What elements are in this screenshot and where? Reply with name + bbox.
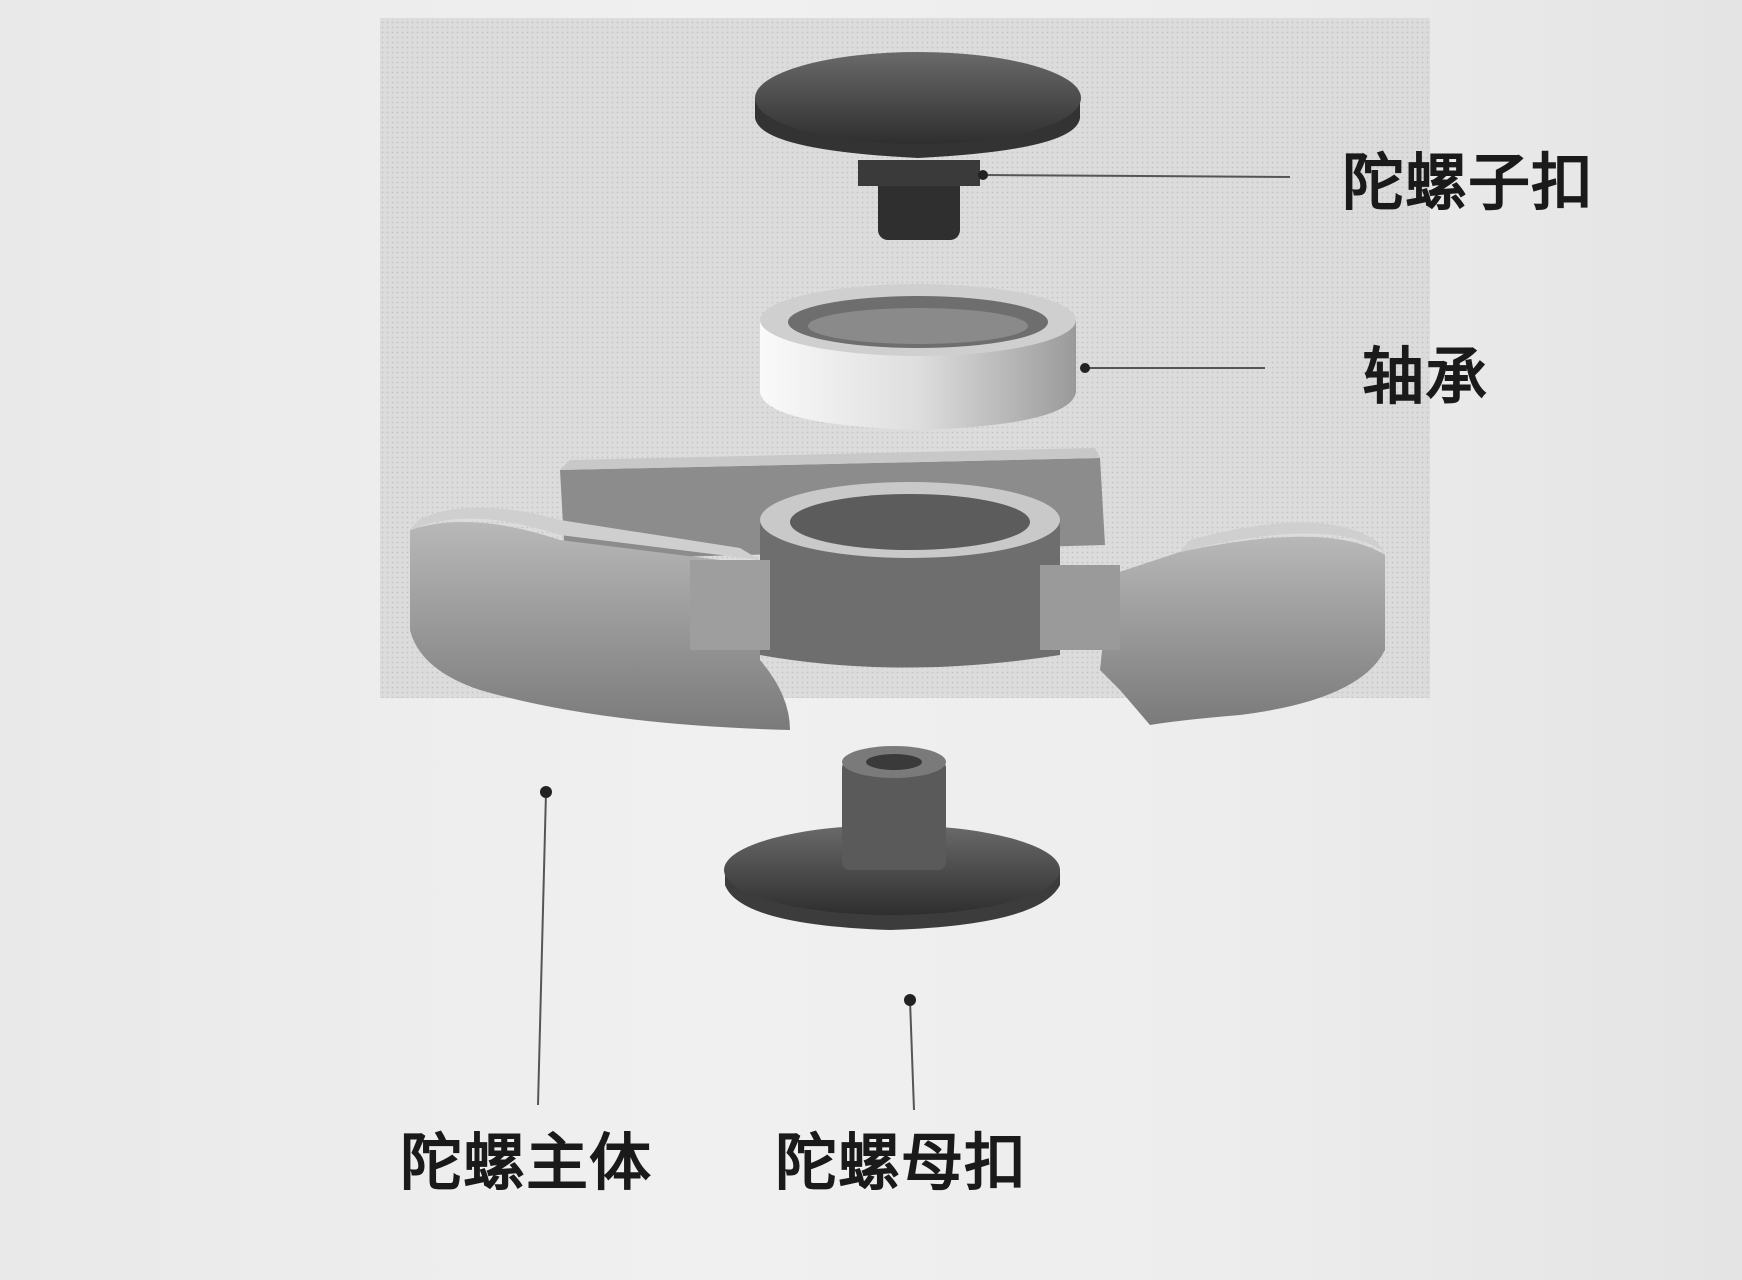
bearing-part — [760, 284, 1076, 430]
label-main-body: 陀螺主体 — [400, 1126, 653, 1199]
leader-line-top-button — [982, 174, 1291, 178]
leader-dot-bearing — [1080, 363, 1090, 373]
top-button-part — [755, 52, 1081, 240]
label-bottom-button: 陀螺母扣 — [775, 1126, 1028, 1199]
leader-dots — [540, 170, 1090, 1006]
label-top-button: 陀螺子扣 — [1342, 146, 1595, 219]
bottom-button-part — [724, 746, 1060, 930]
leader-lines — [537, 174, 1291, 1111]
leader-dot-bottom-button — [904, 994, 916, 1006]
leader-dot-top-button — [978, 170, 988, 180]
leader-line-main-body — [537, 791, 547, 1106]
leader-line-bottom-button — [909, 999, 915, 1111]
leader-dot-main-body — [540, 786, 552, 798]
label-bearing: 轴承 — [1362, 340, 1489, 413]
main-body-part — [410, 448, 1385, 730]
